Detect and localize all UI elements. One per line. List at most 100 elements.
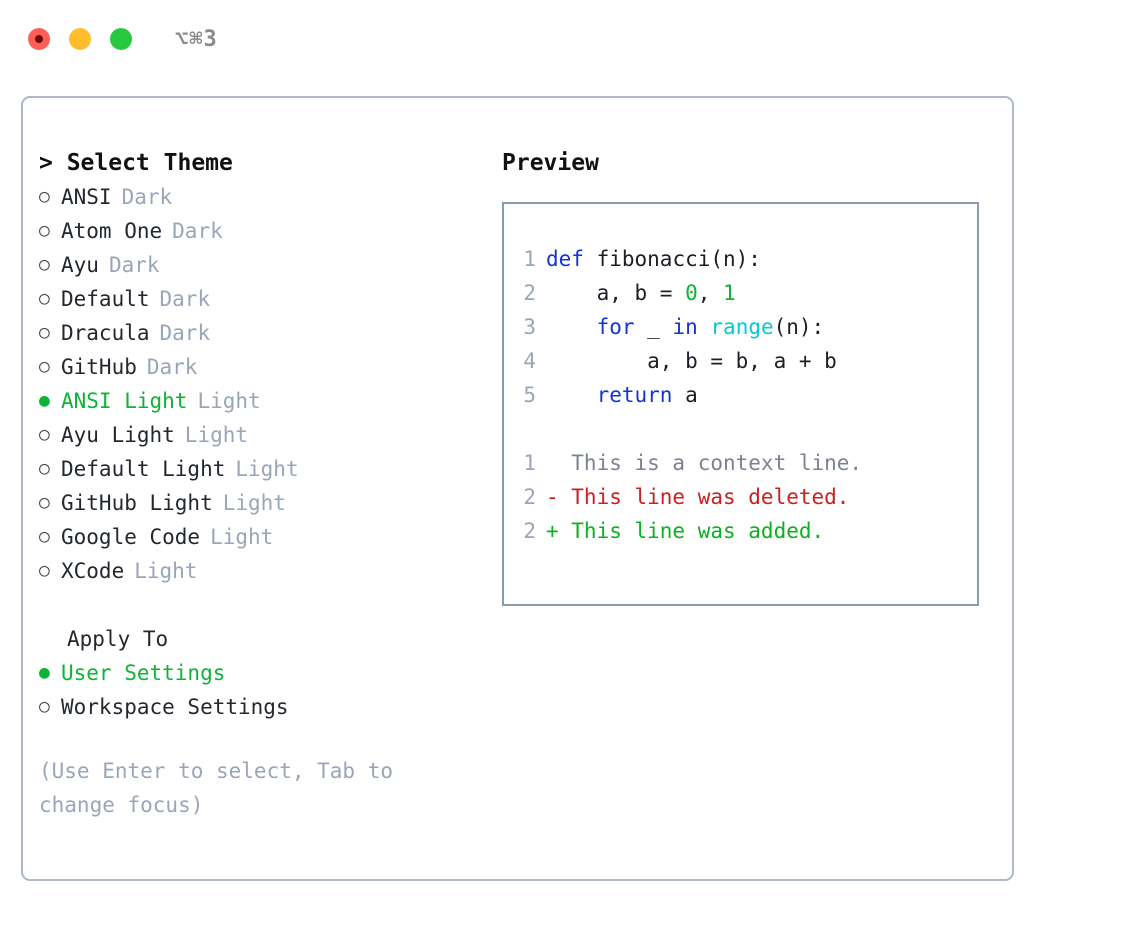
theme-name: ANSI (61, 185, 112, 209)
radio-selected-icon: ● (39, 390, 50, 411)
window-controls (28, 28, 132, 50)
code-token: 0 (685, 281, 698, 305)
theme-variant-label: Light (222, 491, 286, 515)
diff-line: 2 - This line was deleted. (520, 480, 977, 514)
line-number: 1 (523, 247, 536, 271)
code-token: 1 (723, 281, 736, 305)
code-token: a, b = (546, 281, 686, 305)
diff-text: + This line was added. (546, 519, 825, 543)
radio-unselected-icon: ○ (39, 560, 50, 581)
theme-variant-label: Dark (172, 219, 223, 243)
apply-to-row[interactable]: ● User Settings (39, 656, 489, 690)
theme-name: GitHub Light (61, 491, 213, 515)
theme-name: Default Light (61, 457, 226, 481)
radio-unselected-icon: ○ (39, 458, 50, 479)
theme-row[interactable]: ○ GitHub Light Light (39, 486, 489, 520)
code-token: _ (634, 315, 673, 339)
close-button-icon[interactable] (28, 28, 50, 50)
theme-variant-label: Dark (146, 355, 198, 379)
theme-variant-label: Light (134, 559, 198, 583)
apply-to-label: Workspace Settings (61, 695, 289, 719)
select-theme-heading: > Select Theme (39, 150, 233, 176)
code-token: range (710, 315, 774, 339)
theme-row[interactable]: ○ Atom One Dark (39, 214, 489, 248)
theme-variant-label: Light (235, 457, 299, 481)
code-token: , (697, 281, 724, 305)
theme-variant-label: Dark (108, 253, 160, 277)
code-token: for (596, 315, 635, 339)
radio-unselected-icon: ○ (39, 492, 50, 513)
diff-text: - This line was deleted. (546, 485, 850, 509)
theme-name: Dracula (61, 321, 150, 345)
list-spacer (39, 588, 489, 622)
theme-name: Google Code (61, 525, 201, 549)
code-token (546, 383, 597, 407)
code-token: in (672, 315, 698, 339)
preview-heading: Preview (502, 150, 599, 176)
line-number: 2 (523, 485, 536, 509)
record-indicator-icon (35, 35, 43, 43)
theme-row[interactable]: ○ Ayu Dark (39, 248, 489, 282)
line-number: 1 (523, 451, 536, 475)
code-token: def (546, 247, 584, 271)
theme-name: Ayu Light (61, 423, 175, 447)
theme-name: Default (61, 287, 150, 311)
code-token (698, 315, 711, 339)
diff-line: 2 + This line was added. (520, 514, 977, 548)
apply-to-row[interactable]: ○ Workspace Settings (39, 690, 489, 724)
line-number: 2 (523, 519, 536, 543)
theme-variant-label: Light (210, 525, 274, 549)
line-number: 2 (523, 281, 536, 305)
apply-to-list[interactable]: ● User Settings ○ Workspace Settings (39, 656, 489, 724)
code-sample: 1 def fibonacci(n): 2 a, b = 0, 1 3 for _ i… (520, 242, 977, 412)
code-line: 4 a, b = b, a + b (520, 344, 977, 378)
line-number: 3 (523, 315, 536, 339)
radio-unselected-icon: ○ (39, 186, 50, 207)
theme-name: Ayu (61, 253, 99, 277)
radio-unselected-icon: ○ (39, 322, 50, 343)
radio-unselected-icon: ○ (39, 696, 50, 717)
maximize-button-icon[interactable] (110, 28, 132, 50)
code-token: a, b = b, a + b (546, 349, 837, 373)
minimize-button-icon[interactable] (69, 28, 91, 50)
theme-name: Atom One (61, 219, 163, 243)
diff-sample: 1 This is a context line. 2 - This line wa… (520, 446, 977, 548)
radio-unselected-icon: ○ (39, 424, 50, 445)
diff-line: 1 This is a context line. (520, 446, 977, 480)
code-token (546, 315, 597, 339)
diff-gap (520, 412, 977, 446)
theme-name: GitHub (61, 355, 137, 379)
apply-to-label: User Settings (61, 661, 226, 685)
theme-row[interactable]: ○ Default Dark (39, 282, 489, 316)
theme-row[interactable]: ○ Default Light Light (39, 452, 489, 486)
code-token: fibonacci(n): (583, 247, 761, 271)
apply-to-heading: Apply To (67, 627, 169, 651)
keyboard-hint: (Use Enter to select, Tab to change focu… (39, 759, 406, 817)
radio-unselected-icon: ○ (39, 220, 50, 241)
code-line: 5 return a (520, 378, 977, 412)
code-line: 1 def fibonacci(n): (520, 242, 977, 276)
radio-unselected-icon: ○ (39, 288, 50, 309)
code-token: return (596, 383, 673, 407)
radio-unselected-icon: ○ (39, 254, 50, 275)
line-number: 5 (523, 383, 536, 407)
diff-text: This is a context line. (546, 451, 863, 475)
theme-variant-label: Dark (159, 287, 211, 311)
radio-selected-icon: ● (39, 662, 50, 683)
theme-variant-label: Light (197, 389, 261, 413)
code-token: a (672, 383, 698, 407)
preview-box: 1 def fibonacci(n): 2 a, b = 0, 1 3 for _ i… (502, 202, 979, 606)
keyboard-shortcut-label: ⌥⌘3 (175, 26, 218, 52)
title-bar: ⌥⌘3 (0, 0, 1140, 78)
